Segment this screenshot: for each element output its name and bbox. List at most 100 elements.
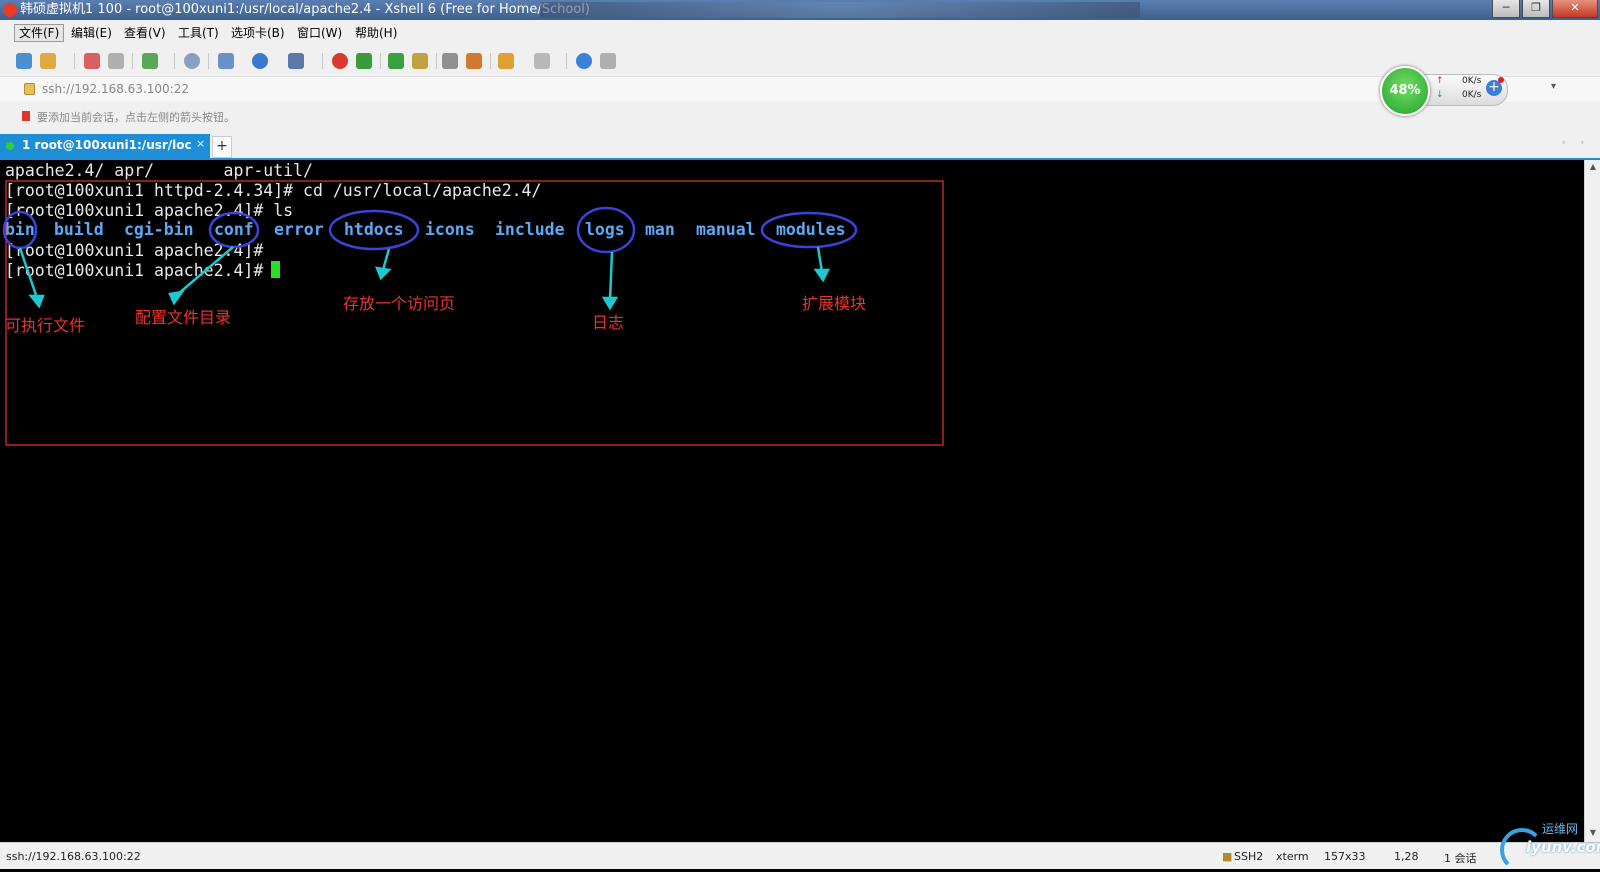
status-size: 157x33	[1324, 850, 1366, 863]
arrow-htdocs	[381, 248, 391, 271]
help-icon[interactable]	[576, 53, 592, 69]
network-speed-widget[interactable]: 48% ↑ ↓ 0K/s 0K/s +	[1380, 66, 1508, 116]
dir-bin: bin	[5, 220, 35, 239]
status-connection: ssh://192.168.63.100:22	[6, 850, 141, 863]
arrow-modules	[816, 246, 824, 273]
toolbar	[0, 46, 1600, 76]
watermark-logo: 运维网 iyunv.com	[1500, 820, 1600, 872]
note-modules: 扩展模块	[802, 294, 867, 313]
status-sessions: 1 会话	[1444, 852, 1477, 865]
reconnect-icon[interactable]	[84, 53, 100, 69]
menu-help[interactable]: 帮助(H)	[355, 26, 398, 40]
dir-logs: logs	[585, 220, 625, 239]
terminal-line: [root@100xuni1 httpd-2.4.34]# cd /usr/lo…	[5, 181, 542, 200]
toolbar-divider	[566, 53, 567, 69]
arrow-logs	[608, 251, 614, 301]
new-session-icon[interactable]	[16, 53, 32, 69]
session-tab-label: 1 root@100xuni1:/usr/local/a...	[22, 138, 192, 152]
terminal-line: apache2.4/ apr/ apr-util/	[5, 161, 313, 180]
address-bar[interactable]: ssh://192.168.63.100:22 ▾	[0, 76, 1600, 103]
note-htdocs: 存放一个访问页	[343, 294, 456, 313]
menu-bar: 文件(F) 编辑(E) 查看(V) 工具(T) 选项卡(B) 窗口(W) 帮助(…	[0, 20, 1600, 46]
chevron-down-icon[interactable]: ▾	[1550, 81, 1556, 92]
upload-speed: 0K/s	[1462, 76, 1482, 86]
watermark-top: 运维网	[1542, 822, 1579, 836]
scroll-down-icon[interactable]: ▼	[1589, 828, 1597, 837]
circle-bin	[2, 210, 38, 250]
watermark-bottom: iyunv.com	[1526, 838, 1600, 856]
download-arrow-icon: ↓	[1436, 90, 1444, 100]
address-input[interactable]: ssh://192.168.63.100:22	[42, 82, 189, 96]
arrow-conf	[177, 246, 234, 295]
arrowhead-conf	[168, 290, 185, 306]
accelerate-button[interactable]: +	[1486, 80, 1502, 96]
highlight-box	[5, 180, 944, 446]
toolbar-divider	[208, 53, 209, 69]
close-button[interactable]: ✕	[1552, 0, 1598, 18]
scroll-up-icon[interactable]: ▲	[1589, 162, 1597, 171]
toolbar-divider	[174, 53, 175, 69]
vertical-scrollbar[interactable]: ▲ ▼	[1584, 160, 1600, 842]
dir-error: error	[274, 220, 324, 239]
fullscreen-icon[interactable]	[388, 53, 404, 69]
close-tab-icon[interactable]: ×	[196, 137, 206, 150]
status-protocol: SSH2	[1234, 850, 1264, 863]
properties-icon[interactable]	[142, 53, 158, 69]
session-tab[interactable]: 1 root@100xuni1:/usr/local/a... ×	[0, 134, 210, 158]
menu-file[interactable]: 文件(F)	[14, 24, 65, 42]
lock-icon[interactable]	[412, 53, 428, 69]
font-icon[interactable]	[288, 53, 304, 69]
minimize-button[interactable]: ─	[1492, 0, 1520, 18]
window-controls: ─ ❐ ✕	[1492, 0, 1598, 18]
session-hint-bar: 要添加当前会话，点击左侧的箭头按钮。	[0, 102, 1600, 130]
toolbar-divider	[132, 53, 133, 69]
tab-nav-arrows[interactable]: ‹ ›	[1561, 138, 1590, 148]
disconnect-icon[interactable]	[108, 53, 124, 69]
xshell-app-icon	[3, 3, 17, 17]
toolbar-divider	[436, 53, 437, 69]
menu-window[interactable]: 窗口(W)	[297, 26, 343, 40]
status-terminal-type: xterm	[1276, 850, 1309, 863]
add-session-arrow-icon[interactable]	[22, 111, 30, 121]
find-icon[interactable]	[184, 53, 200, 69]
dir-conf: conf	[214, 220, 254, 239]
watermark-swirl-icon	[1500, 828, 1544, 872]
status-bar: ssh://192.168.63.100:22 ■ SSH2 xterm 157…	[0, 842, 1600, 869]
dir-modules: modules	[776, 220, 846, 239]
menu-view[interactable]: 查看(V)	[124, 26, 166, 40]
circle-modules	[760, 211, 858, 249]
arrowhead-modules	[813, 268, 831, 283]
tab-bar: 1 root@100xuni1:/usr/local/a... × + ‹ ›	[0, 130, 1600, 160]
download-speed: 0K/s	[1462, 90, 1482, 100]
terminal-line: [root@100xuni1 apache2.4]#	[5, 261, 274, 280]
layout-icon[interactable]	[534, 53, 550, 69]
keyboard-icon[interactable]	[442, 53, 458, 69]
arrowhead-bin	[28, 294, 45, 309]
menu-tabs[interactable]: 选项卡(B)	[231, 26, 285, 40]
connected-status-icon	[6, 142, 14, 150]
arrowhead-logs	[601, 296, 619, 311]
globe-icon[interactable]	[252, 53, 268, 69]
window-title: 韩硕虚拟机1 100 - root@100xuni1:/usr/local/ap…	[20, 2, 590, 17]
arrow-bin	[18, 247, 39, 299]
menu-edit[interactable]: 编辑(E)	[71, 26, 112, 40]
transfer-icon[interactable]	[218, 53, 234, 69]
note-conf: 配置文件目录	[135, 308, 232, 327]
dir-build: build	[54, 220, 104, 239]
new-tab-button[interactable]: +	[212, 136, 232, 158]
chat-icon[interactable]	[600, 53, 616, 69]
xftp-icon[interactable]	[332, 53, 348, 69]
notification-dot	[1498, 77, 1504, 83]
terminal-area[interactable]: apache2.4/ apr/ apr-util/ [root@100xuni1…	[0, 160, 1584, 842]
highlight-icon[interactable]	[466, 53, 482, 69]
xshell-script-icon[interactable]	[356, 53, 372, 69]
note-bin: 可执行文件	[5, 316, 86, 335]
open-folder-icon[interactable]	[40, 53, 56, 69]
dir-include: include	[495, 220, 565, 239]
maximize-button[interactable]: ❐	[1522, 0, 1550, 18]
upload-arrow-icon: ↑	[1436, 76, 1444, 86]
menu-tools[interactable]: 工具(T)	[178, 26, 219, 40]
memory-percent: 48%	[1380, 66, 1430, 116]
lock-icon	[24, 83, 35, 95]
compose-icon[interactable]	[498, 53, 514, 69]
